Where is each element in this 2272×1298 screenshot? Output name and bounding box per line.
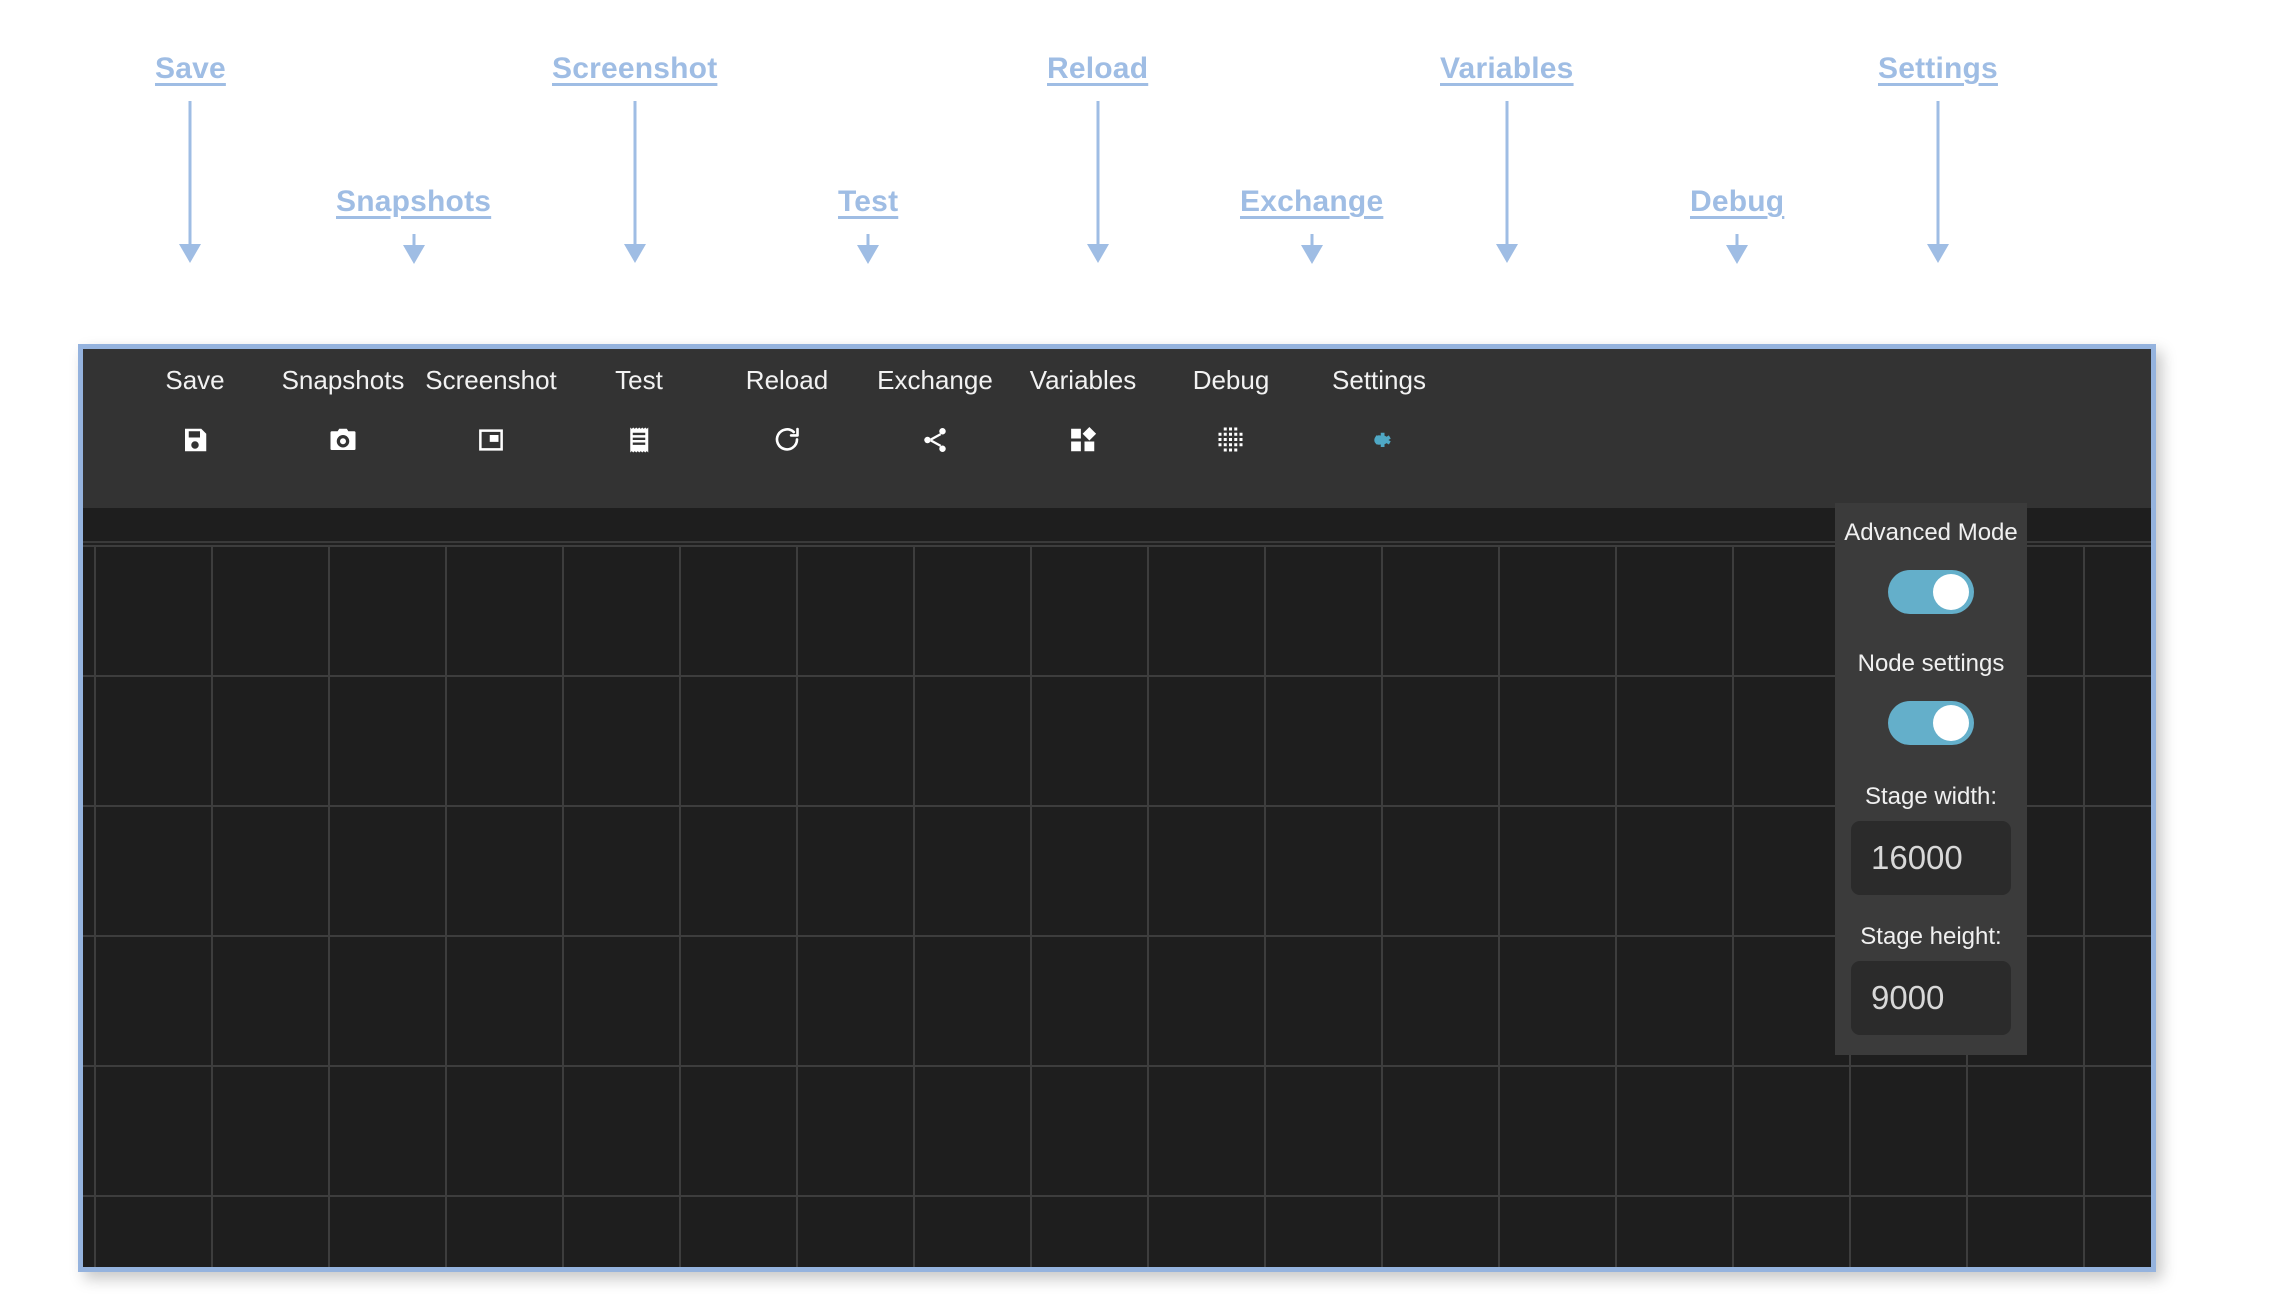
annotation-screenshot: Screenshot bbox=[552, 52, 717, 263]
stage-width-input[interactable]: 16000 bbox=[1851, 820, 2011, 895]
blocks-icon[interactable] bbox=[1066, 423, 1100, 457]
annotation-variables: Variables bbox=[1440, 52, 1574, 263]
annotation-save: Save bbox=[155, 52, 226, 263]
toolbar-button-snapshots[interactable]: Snapshots bbox=[269, 349, 417, 479]
annotation-label: Settings bbox=[1878, 52, 1998, 85]
toolbar-button-label: Test bbox=[615, 365, 663, 395]
canvas-grid[interactable] bbox=[83, 545, 2151, 1267]
annotation-label: Variables bbox=[1440, 52, 1574, 85]
annotation-snapshots: Snapshots bbox=[336, 185, 491, 264]
refresh-icon[interactable] bbox=[770, 423, 804, 457]
editor-window: Save Snapshots Screenshot Test Reload Exchang… bbox=[78, 344, 2156, 1272]
annotation-label: Reload bbox=[1047, 52, 1149, 85]
toolbar-button-label: Settings bbox=[1332, 365, 1426, 395]
settings-dropdown-panel: Advanced Mode Node settings Stage width:… bbox=[1835, 503, 2027, 1055]
annotation-arrow-icon bbox=[1086, 100, 1109, 263]
toolbar-button-debug[interactable]: Debug bbox=[1157, 349, 1305, 479]
floppy-disk-icon[interactable] bbox=[178, 423, 212, 457]
toolbar-button-variables[interactable]: Variables bbox=[1009, 349, 1157, 479]
toolbar-button-save[interactable]: Save bbox=[121, 349, 269, 479]
window-frame-icon[interactable] bbox=[474, 423, 508, 457]
annotation-label: Test bbox=[838, 185, 899, 218]
advanced-mode-label: Advanced Mode bbox=[1844, 519, 2018, 546]
annotation-arrow-icon bbox=[623, 100, 646, 263]
toolbar-button-settings[interactable]: Settings bbox=[1305, 349, 1453, 479]
annotation-arrow-icon bbox=[1300, 233, 1323, 264]
toolbar-button-label: Variables bbox=[1029, 365, 1137, 395]
node-settings-toggle[interactable] bbox=[1888, 700, 1974, 745]
toolbar-button-label: Snapshots bbox=[281, 365, 405, 395]
stage-ruler-strip bbox=[83, 508, 2151, 543]
advanced-mode-toggle-knob bbox=[1933, 573, 1969, 610]
toolbar-button-exchange[interactable]: Exchange bbox=[861, 349, 1009, 479]
toolbar-button-screenshot[interactable]: Screenshot bbox=[417, 349, 565, 479]
annotation-label: Snapshots bbox=[336, 185, 492, 218]
annotation-arrow-icon bbox=[1726, 233, 1749, 264]
node-settings-toggle-knob bbox=[1933, 704, 1969, 741]
toolbar-button-label: Save bbox=[165, 365, 225, 395]
annotation-test: Test bbox=[838, 185, 898, 264]
annotation-arrow-icon bbox=[402, 233, 425, 264]
gear-icon[interactable] bbox=[1362, 423, 1396, 457]
editor-toolbar: Save Snapshots Screenshot Test Reload Exchang… bbox=[83, 349, 2151, 508]
annotation-label: Exchange bbox=[1240, 185, 1384, 218]
annotation-debug: Debug bbox=[1690, 185, 1784, 264]
advanced-mode-toggle[interactable] bbox=[1888, 569, 1974, 614]
toolbar-button-reload[interactable]: Reload bbox=[713, 349, 861, 479]
annotation-settings: Settings bbox=[1878, 52, 1998, 263]
toolbar-button-label: Exchange bbox=[877, 365, 993, 395]
stage-height-label: Stage height: bbox=[1860, 922, 2002, 950]
annotation-arrow-icon bbox=[1926, 100, 1949, 263]
annotation-label: Screenshot bbox=[552, 52, 718, 85]
receipt-list-icon[interactable] bbox=[622, 423, 656, 457]
annotation-arrow-icon bbox=[857, 233, 880, 264]
toolbar-button-label: Reload bbox=[745, 365, 829, 395]
toolbar-button-test[interactable]: Test bbox=[565, 349, 713, 479]
dot-matrix-icon[interactable] bbox=[1214, 423, 1248, 457]
stage-height-input[interactable]: 9000 bbox=[1851, 960, 2011, 1035]
camera-icon[interactable] bbox=[326, 423, 360, 457]
canvas-stage[interactable] bbox=[83, 508, 2151, 1267]
node-settings-label: Node settings bbox=[1857, 649, 2005, 677]
annotation-label: Debug bbox=[1690, 185, 1785, 218]
annotation-exchange: Exchange bbox=[1240, 185, 1383, 264]
annotation-label: Save bbox=[155, 52, 226, 85]
annotation-reload: Reload bbox=[1047, 52, 1148, 263]
annotation-arrow-icon bbox=[179, 100, 202, 263]
toolbar-button-label: Screenshot bbox=[425, 365, 557, 395]
toolbar-button-label: Debug bbox=[1192, 365, 1270, 395]
annotation-arrow-icon bbox=[1495, 100, 1518, 263]
stage-width-label: Stage width: bbox=[1864, 782, 1998, 810]
share-nodes-icon[interactable] bbox=[918, 423, 952, 457]
